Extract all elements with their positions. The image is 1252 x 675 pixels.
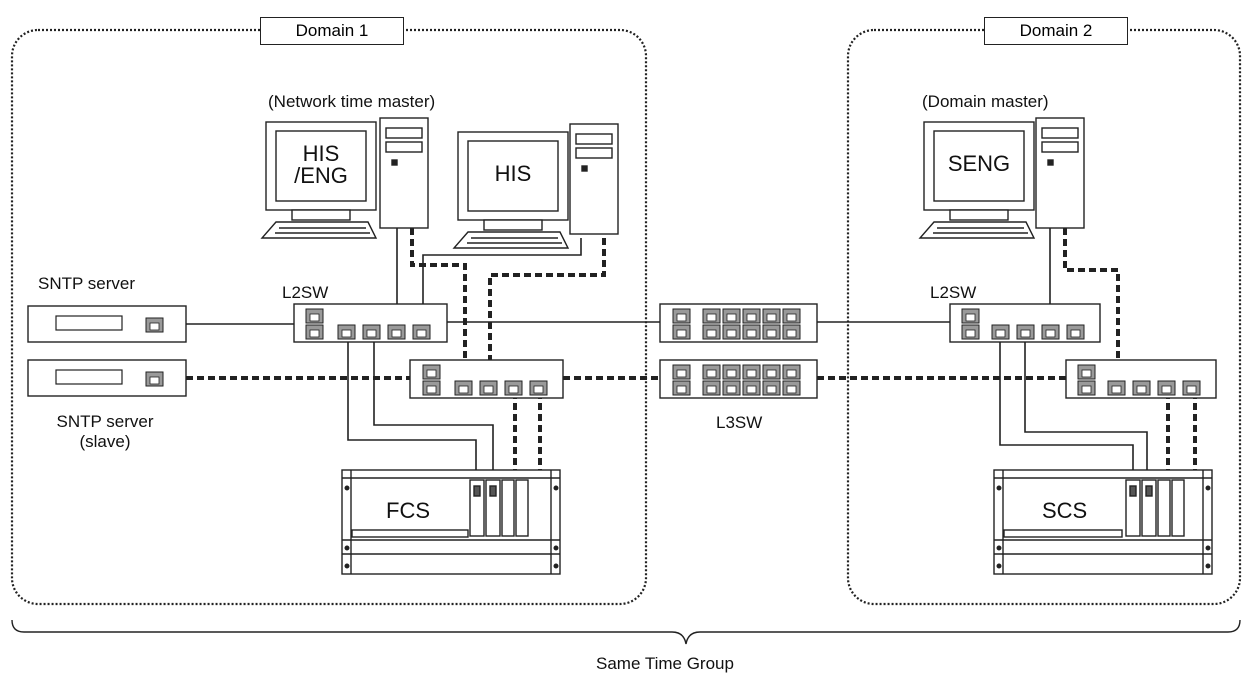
sntp-slave-line2: (slave) bbox=[79, 432, 131, 451]
l3sw-primary bbox=[659, 303, 818, 343]
domain-1-title: Domain 1 bbox=[260, 17, 404, 45]
l2sw-domain2-secondary bbox=[1065, 359, 1217, 399]
same-time-group-label: Same Time Group bbox=[596, 654, 734, 673]
l2sw-domain1-primary bbox=[293, 303, 448, 343]
his-screen-label: HIS bbox=[494, 161, 532, 186]
sntp-server-slave-label: SNTP server (slave) bbox=[30, 412, 180, 452]
l3sw-secondary bbox=[659, 359, 818, 399]
sntp-server-slave bbox=[27, 359, 187, 397]
primary-network-cables bbox=[186, 228, 1148, 488]
his-eng-workstation bbox=[260, 117, 429, 239]
l2sw-domain1-label: L2SW bbox=[282, 283, 329, 302]
scs-controller bbox=[993, 469, 1213, 575]
l2sw-domain2-primary bbox=[949, 303, 1101, 343]
domain-master-label: (Domain master) bbox=[922, 92, 1049, 111]
sntp-server-label: SNTP server bbox=[38, 274, 135, 293]
scs-label: SCS bbox=[1042, 498, 1088, 523]
l2sw-domain1-secondary bbox=[409, 359, 564, 399]
his-workstation bbox=[452, 123, 619, 249]
his-eng-line1: HIS bbox=[302, 141, 340, 166]
network-time-master-label: (Network time master) bbox=[268, 92, 436, 111]
domain-2-title: Domain 2 bbox=[984, 17, 1128, 45]
seng-screen-label: SENG bbox=[947, 151, 1011, 176]
sntp-server-master bbox=[27, 305, 187, 343]
his-eng-screen-label: HIS /ENG bbox=[278, 143, 364, 187]
seng-workstation bbox=[918, 117, 1085, 239]
his-eng-line2: /ENG bbox=[294, 163, 348, 188]
fcs-label: FCS bbox=[386, 498, 430, 523]
same-time-group-brace bbox=[11, 619, 1241, 645]
l3sw-label: L3SW bbox=[716, 413, 763, 432]
sntp-slave-line1: SNTP server bbox=[56, 412, 154, 431]
fcs-controller bbox=[341, 469, 561, 575]
l2sw-domain2-label: L2SW bbox=[930, 283, 977, 302]
domain-1-boundary bbox=[10, 28, 648, 606]
